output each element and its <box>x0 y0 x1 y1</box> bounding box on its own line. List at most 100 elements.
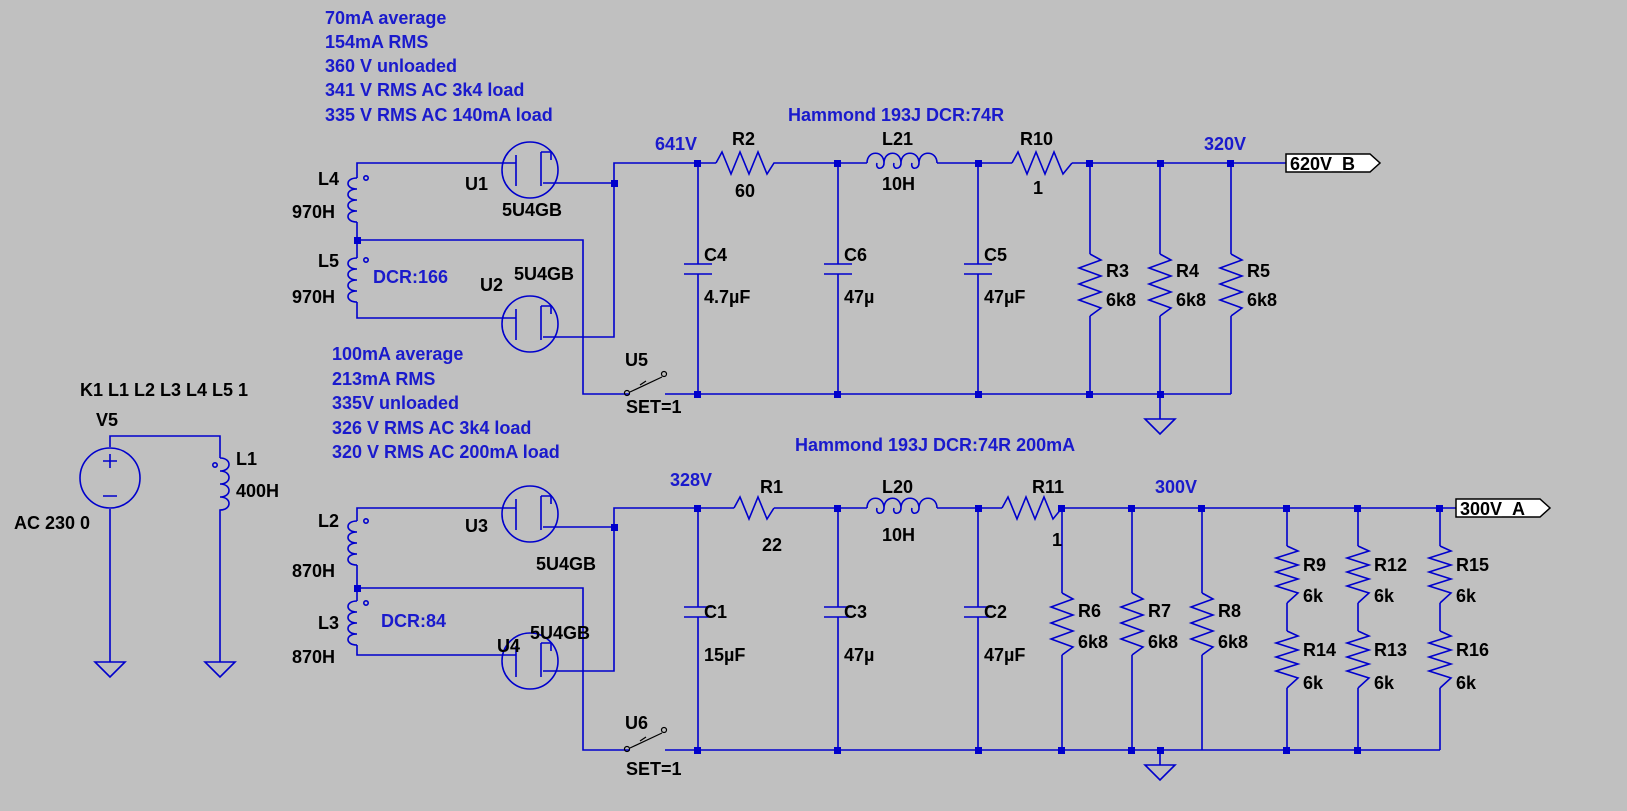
resistor-r9-symbol[interactable] <box>1273 545 1301 604</box>
ground-symbol <box>1143 764 1177 782</box>
capacitor-c1-symbol[interactable] <box>684 606 712 627</box>
resistor-r14-value: 6k <box>1303 673 1324 693</box>
resistor-r10-name: R10 <box>1020 129 1053 149</box>
inductor-l4-symbol[interactable] <box>347 175 369 223</box>
bottom-note-line: 326 V RMS AC 3k4 load <box>332 418 531 438</box>
resistor-r3-symbol[interactable] <box>1076 253 1104 317</box>
capacitor-c1-name: C1 <box>704 602 727 622</box>
resistor-r14-symbol[interactable] <box>1273 630 1301 689</box>
resistor-r16-symbol[interactable] <box>1426 630 1454 689</box>
resistor-r4-value: 6k8 <box>1176 290 1206 310</box>
switch-u5-value: SET=1 <box>626 397 682 417</box>
tube-u4-symbol[interactable] <box>501 632 559 690</box>
resistor-r15-name: R15 <box>1456 555 1489 575</box>
inductor-l3-symbol[interactable] <box>347 599 369 646</box>
top-note-line: 154mA RMS <box>325 32 428 52</box>
net-label-620v-b[interactable] <box>1285 153 1382 173</box>
resistor-r5-value: 6k8 <box>1247 290 1277 310</box>
tube-u3-symbol[interactable] <box>501 485 559 543</box>
resistor-r5-name: R5 <box>1247 261 1270 281</box>
capacitor-c1-value: 15µF <box>704 645 745 665</box>
inductor-l2-value: 870H <box>292 561 335 581</box>
inductor-l4-name: L4 <box>318 169 339 189</box>
resistor-r10-value: 1 <box>1033 178 1043 198</box>
resistor-r7-symbol[interactable] <box>1118 592 1146 656</box>
resistor-r8-name: R8 <box>1218 601 1241 621</box>
coupling-directive: K1 L1 L2 L3 L4 L5 1 <box>80 380 248 400</box>
capacitor-c2-value: 47µF <box>984 645 1025 665</box>
resistor-r5-symbol[interactable] <box>1217 253 1245 317</box>
top-note-line: 341 V RMS AC 3k4 load <box>325 80 524 100</box>
inductor-l2-symbol[interactable] <box>347 517 369 566</box>
resistor-r2-value: 60 <box>735 181 755 201</box>
capacitor-c3-name: C3 <box>844 602 867 622</box>
tube-u2-symbol[interactable] <box>501 295 559 353</box>
switch-u6-name: U6 <box>625 713 648 733</box>
top-voltage-641-label: 641V <box>655 134 697 154</box>
tube-u1-symbol[interactable] <box>501 141 559 199</box>
capacitor-c3-symbol[interactable] <box>824 606 852 627</box>
resistor-r13-name: R13 <box>1374 640 1407 660</box>
bottom-note-line: 100mA average <box>332 344 463 364</box>
resistor-r12-value: 6k <box>1374 586 1395 606</box>
switch-u6-value: SET=1 <box>626 759 682 779</box>
top-dcr-note: DCR:166 <box>373 267 448 287</box>
inductor-l2-name: L2 <box>318 511 339 531</box>
inductor-l20-value: 10H <box>882 525 915 545</box>
capacitor-c5-symbol[interactable] <box>964 263 992 284</box>
resistor-r10-symbol[interactable] <box>1011 149 1073 177</box>
tube-u3-value: 5U4GB <box>536 554 596 574</box>
resistor-r6-symbol[interactable] <box>1048 592 1076 656</box>
bottom-note-line: 335V unloaded <box>332 393 459 413</box>
resistor-r8-symbol[interactable] <box>1188 592 1216 656</box>
resistor-r11-name: R11 <box>1032 477 1064 497</box>
resistor-r4-symbol[interactable] <box>1146 253 1174 317</box>
top-voltage-320-label: 320V <box>1204 134 1246 154</box>
resistor-r1-value: 22 <box>762 535 782 555</box>
capacitor-c6-value: 47µ <box>844 287 874 307</box>
net-label-300v-a-text: 300V_A <box>1460 499 1525 519</box>
resistor-r11-symbol[interactable] <box>1001 494 1063 522</box>
inductor-l3-value: 870H <box>292 647 335 667</box>
ground-symbol <box>93 661 127 679</box>
resistor-r11-value: 1 <box>1052 530 1062 550</box>
inductor-l21-symbol[interactable] <box>866 152 938 170</box>
inductor-l1-name: L1 <box>236 449 257 469</box>
resistor-r1-symbol[interactable] <box>733 494 775 522</box>
resistor-r13-symbol[interactable] <box>1344 630 1372 689</box>
switch-u5-name: U5 <box>625 350 648 370</box>
ac-voltage-source-symbol[interactable] <box>79 447 141 509</box>
bottom-note-line: 213mA RMS <box>332 369 435 389</box>
inductor-l5-symbol[interactable] <box>347 256 369 303</box>
capacitor-c3-value: 47µ <box>844 645 874 665</box>
capacitor-c6-symbol[interactable] <box>824 263 852 284</box>
capacitor-c2-symbol[interactable] <box>964 606 992 627</box>
inductor-l1-symbol[interactable] <box>212 457 230 516</box>
resistor-r16-name: R16 <box>1456 640 1489 660</box>
inductor-l20-symbol[interactable] <box>866 497 938 515</box>
resistor-r2-symbol[interactable] <box>715 149 780 177</box>
resistor-r9-name: R9 <box>1303 555 1326 575</box>
tube-u2-value: 5U4GB <box>514 264 574 284</box>
resistor-r15-value: 6k <box>1456 586 1477 606</box>
top-note-line: 70mA average <box>325 8 446 28</box>
net-label-300v-a[interactable] <box>1455 498 1552 518</box>
switch-u6-symbol[interactable] <box>623 726 668 753</box>
resistor-r16-value: 6k <box>1456 673 1477 693</box>
bottom-voltage-300-label: 300V <box>1155 477 1197 497</box>
ground-symbol <box>203 661 237 679</box>
resistor-r12-symbol[interactable] <box>1344 545 1372 604</box>
switch-u5-symbol[interactable] <box>623 370 668 397</box>
source-section: K1 L1 L2 L3 L4 L5 1 V5 AC 230 0 L1 400H <box>14 380 279 679</box>
capacitor-c4-symbol[interactable] <box>684 263 712 284</box>
ground-symbol <box>1143 418 1177 436</box>
inductor-l5-name: L5 <box>318 251 339 271</box>
capacitor-c2-name: C2 <box>984 602 1007 622</box>
resistor-r7-value: 6k8 <box>1148 632 1178 652</box>
resistor-r14-name: R14 <box>1303 640 1336 660</box>
inductor-l5-value: 970H <box>292 287 335 307</box>
inductor-l4-value: 970H <box>292 202 335 222</box>
inductor-l21-value: 10H <box>882 174 915 194</box>
resistor-r15-symbol[interactable] <box>1426 545 1454 604</box>
